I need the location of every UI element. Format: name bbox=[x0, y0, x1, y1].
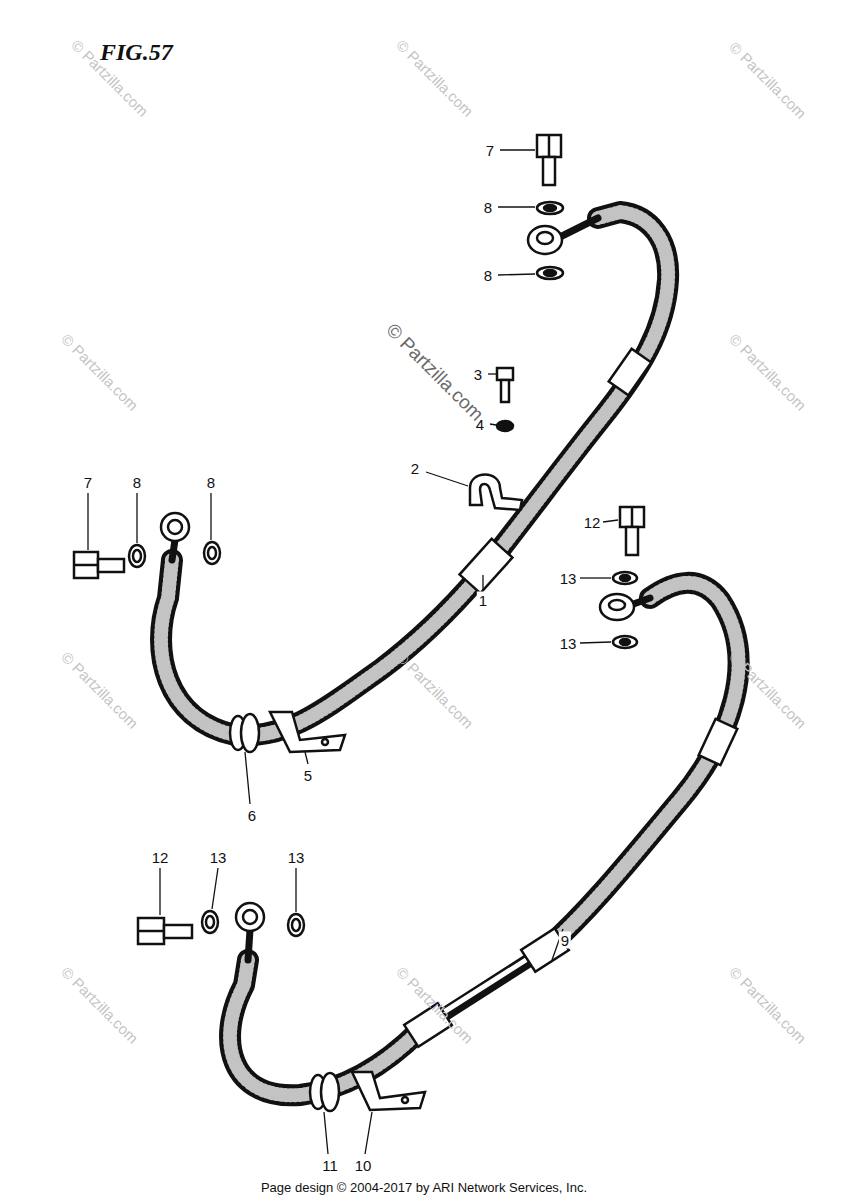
watermark: © Partzilla.com bbox=[727, 964, 809, 1046]
callout-number: 3 bbox=[472, 366, 484, 383]
callout-number: 8 bbox=[482, 199, 494, 216]
watermark: © Partzilla.com bbox=[727, 331, 809, 413]
callout-number: 7 bbox=[484, 142, 496, 159]
callout-number: 8 bbox=[131, 474, 143, 491]
callout-number: 8 bbox=[482, 267, 494, 284]
callout-number: 8 bbox=[205, 474, 217, 491]
watermark: © Partzilla.com bbox=[394, 37, 476, 119]
watermark: © Partzilla.com bbox=[59, 964, 141, 1046]
callout-number: 12 bbox=[582, 514, 603, 531]
watermark: © Partzilla.com bbox=[59, 331, 141, 413]
figure-title: FIG.57 bbox=[100, 40, 173, 64]
callout-number: 9 bbox=[559, 932, 571, 949]
callout-number: 11 bbox=[320, 1157, 340, 1174]
callout-number: 6 bbox=[246, 807, 258, 824]
callout-number: 5 bbox=[302, 767, 314, 784]
callout-number: 13 bbox=[208, 849, 229, 866]
callout-number: 13 bbox=[558, 570, 579, 587]
callout-number: 7 bbox=[82, 474, 94, 491]
watermark: © Partzilla.com bbox=[59, 649, 141, 731]
page-footer: Page design © 2004-2017 by ARI Network S… bbox=[261, 1181, 587, 1194]
callout-number: 13 bbox=[286, 849, 307, 866]
callout-number: 13 bbox=[558, 635, 579, 652]
watermark: © Partzilla.com bbox=[394, 649, 476, 731]
watermark: © Partzilla.com bbox=[727, 39, 809, 121]
callout-number: 10 bbox=[353, 1157, 374, 1174]
callout-number: 12 bbox=[150, 849, 171, 866]
callout-number: 1 bbox=[477, 592, 489, 609]
callout-number: 2 bbox=[409, 460, 421, 477]
